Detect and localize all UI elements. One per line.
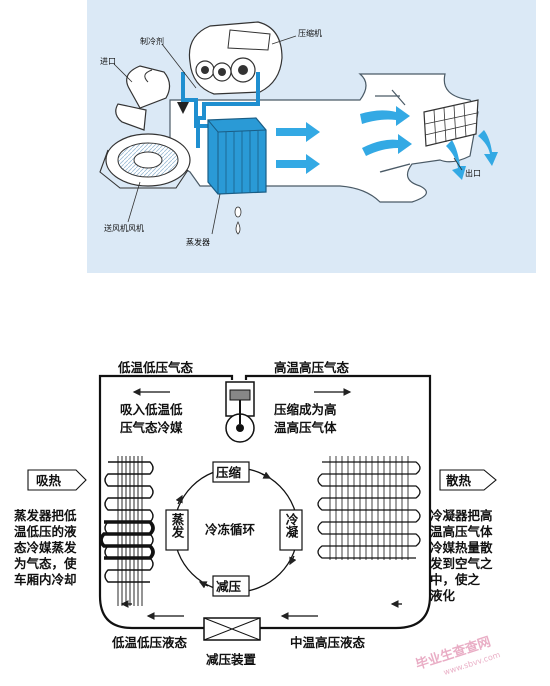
release-heat-label: 散热 — [446, 473, 472, 488]
stage-compress: 压缩 — [216, 465, 242, 480]
evap-line-3: 态冷媒蒸发 — [14, 540, 77, 555]
stage-decompress: 减压 — [216, 579, 242, 594]
state-top-left: 低温低压气态 — [117, 360, 194, 375]
state-bottom-right: 中温高压液态 — [290, 635, 366, 650]
compress-line-2: 温高压气体 — [274, 420, 337, 435]
duct-flap — [375, 89, 406, 106]
label-refrigerant: 制冷剂 — [140, 36, 164, 46]
stage-box-evaporate — [165, 509, 189, 551]
label-blower: 送风机风机 — [104, 223, 144, 233]
stage-evaporate: 蒸发 — [170, 512, 185, 539]
outlet-grille — [423, 99, 479, 147]
air-inlet — [115, 65, 171, 131]
evap-line-2: 温低压的液 — [14, 524, 77, 539]
evap-line-5: 车厢内冷却 — [14, 572, 77, 587]
cond-line-3: 冷媒热量散 — [430, 540, 493, 555]
cond-line-1: 冷凝器把高 — [430, 508, 493, 523]
blower-fan — [99, 133, 191, 189]
stage-box-compress — [212, 461, 250, 483]
refrigeration-cycle-diagram: 压缩 减压 蒸发 冷凝 冷冻循环 吸热 散热 低温低压气态 高温高压气态 低温低… — [14, 360, 502, 677]
stage-condense: 冷凝 — [284, 512, 299, 539]
cycle-center-label: 冷冻循环 — [205, 522, 256, 537]
stage-box-condense — [279, 509, 303, 551]
state-bottom-left: 低温低压液态 — [111, 635, 188, 650]
refrigerant-tube-return — [196, 72, 260, 148]
compress-description: 压缩成为高 温高压气体 — [274, 402, 337, 435]
state-top-right: 高温高压气态 — [274, 360, 350, 375]
duct-damper — [379, 163, 411, 173]
cond-line-4: 发到空气之 — [429, 556, 493, 571]
cond-line-5: 中，使之 — [430, 572, 481, 587]
expansion-valve — [203, 617, 261, 641]
watermark: 毕业生查查网 www.sbvv.com — [414, 634, 502, 677]
ac-unit-illustration: 制冷剂 压缩机 进口 出口 送风机风机 蒸发器 — [87, 0, 536, 273]
evaporator-coils — [99, 456, 155, 606]
evaporator-description: 蒸发器把低 温低压的液 态冷媒蒸发 为气态，使 车厢内冷却 — [14, 508, 77, 587]
evaporator-core — [207, 117, 267, 235]
expansion-valve-label: 减压装置 — [206, 652, 257, 667]
stage-box-decompress — [212, 575, 250, 597]
label-evaporator: 蒸发器 — [186, 237, 210, 247]
intake-description: 吸入低温低 压气态冷媒 — [120, 402, 183, 435]
cycle-compressor — [225, 381, 255, 443]
cond-line-6: 液化 — [430, 588, 456, 603]
intake-line-1: 吸入低温低 — [120, 402, 183, 417]
label-inlet: 进口 — [100, 57, 116, 66]
evap-line-4: 为气态，使 — [14, 556, 77, 571]
label-compressor: 压缩机 — [298, 28, 322, 38]
absorb-heat-label: 吸热 — [36, 473, 62, 488]
callout-lines — [113, 35, 463, 235]
label-outlet: 出口 — [465, 168, 481, 178]
airflow-arrows — [276, 106, 498, 180]
release-heat-badge — [439, 469, 497, 491]
cond-line-2: 温高压气体 — [430, 524, 493, 539]
absorb-heat-badge — [27, 469, 87, 491]
pipe-flow-arrows — [120, 388, 402, 620]
cycle-ring-arrows — [175, 471, 297, 589]
compress-line-1: 压缩成为高 — [274, 402, 337, 417]
cycle-pipe-loop — [98, 374, 432, 630]
condenser-description: 冷凝器把高 温高压气体 冷媒热量散 发到空气之 中，使之 液化 — [429, 508, 493, 603]
condenser-coils — [317, 456, 421, 560]
intake-line-2: 压气态冷媒 — [120, 420, 183, 435]
evap-line-1: 蒸发器把低 — [14, 508, 77, 523]
compressor — [188, 21, 283, 95]
